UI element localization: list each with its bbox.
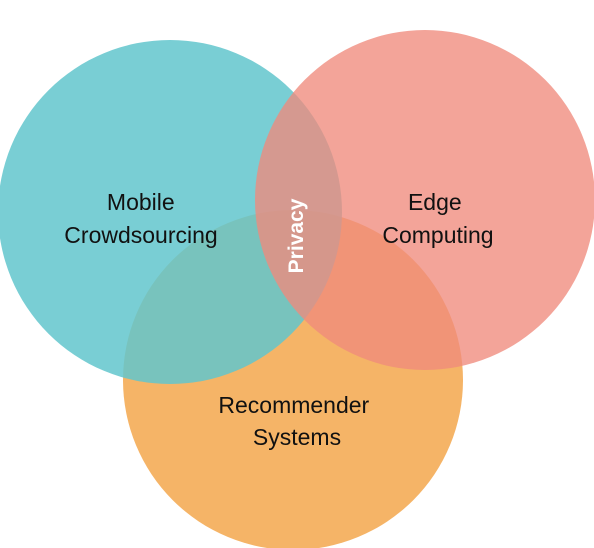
- circle-edge-computing: [255, 30, 594, 370]
- circle-mobile-crowdsourcing: [0, 40, 342, 384]
- label-edge-computing-line-1: Edge: [408, 189, 462, 215]
- label-edge-computing-line-2: Computing: [382, 222, 493, 248]
- label-mobile-crowdsourcing-line-2: Crowdsourcing: [64, 222, 217, 248]
- label-mobile-crowdsourcing-line-1: Mobile: [107, 189, 175, 215]
- center-label-privacy: Privacy: [285, 198, 308, 273]
- label-recommender-systems-line-2: Systems: [253, 424, 341, 450]
- label-edge-computing: Edge Computing: [382, 189, 493, 248]
- label-recommender-systems: Recommender Systems: [218, 392, 375, 450]
- label-recommender-systems-line-1: Recommender: [218, 392, 369, 418]
- label-mobile-crowdsourcing: Mobile Crowdsourcing: [64, 189, 217, 248]
